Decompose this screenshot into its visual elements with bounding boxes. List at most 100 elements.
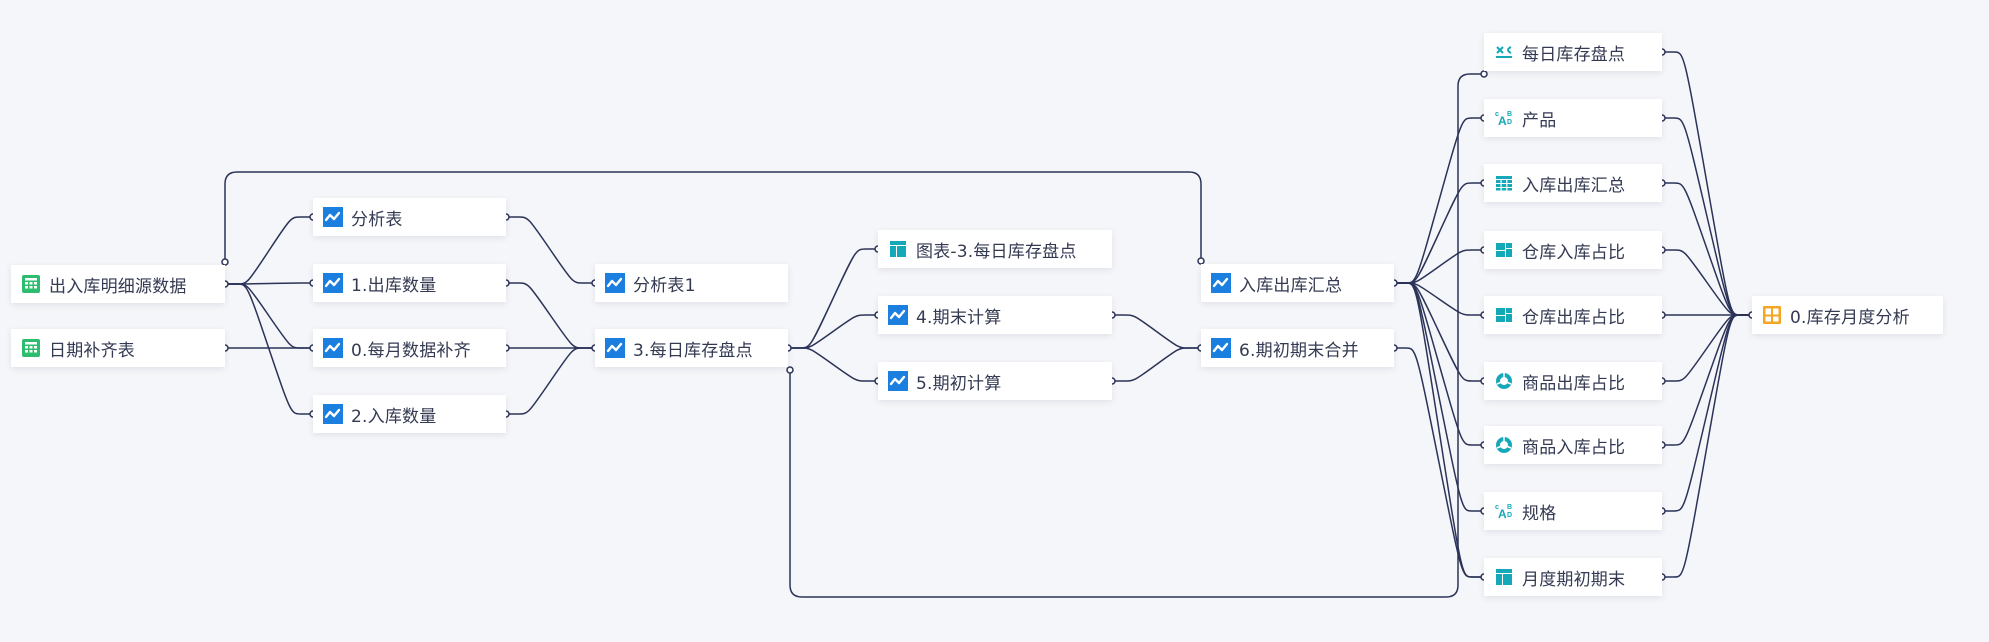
node-label: 商品入库占比	[1522, 437, 1626, 458]
node-b4[interactable]: 2.入库数量	[313, 395, 506, 433]
node-label: 2.入库数量	[351, 406, 437, 427]
port-icon	[786, 366, 794, 374]
node-e2[interactable]: 6.期初期末合并	[1201, 329, 1394, 367]
node-label: 产品	[1522, 110, 1557, 131]
node-f6[interactable]: 商品出库占比	[1484, 362, 1662, 400]
svg-text:A: A	[1498, 114, 1507, 128]
edge-f8-g1	[1662, 314, 1752, 512]
svg-text:D: D	[1507, 512, 1512, 519]
edge-f9-g1	[1662, 314, 1752, 578]
edge-src1-b2	[225, 282, 313, 285]
node-label: 商品出库占比	[1522, 373, 1626, 394]
svg-text:c: c	[1495, 504, 1499, 511]
etl-icon	[1211, 273, 1231, 293]
node-b1[interactable]: 分析表	[313, 198, 506, 236]
node-label: 0.库存月度分析	[1790, 307, 1910, 328]
node-g1[interactable]: 0.库存月度分析	[1752, 296, 1943, 334]
etl-icon	[323, 338, 343, 358]
node-label: 日期补齐表	[49, 340, 135, 361]
node-label: 仓库出库占比	[1522, 307, 1626, 328]
svg-text:c: c	[1495, 111, 1499, 118]
node-label: 图表-3.每日库存盘点	[916, 241, 1077, 262]
edge-f4-g1	[1662, 249, 1752, 316]
node-src2[interactable]: 日期补齐表	[11, 329, 225, 367]
node-d2[interactable]: 4.期末计算	[878, 296, 1112, 334]
etl-icon	[605, 338, 625, 358]
node-f9[interactable]: 月度期初期末	[1484, 558, 1662, 596]
edge-f2-g1	[1662, 117, 1752, 316]
svg-text:D: D	[1507, 119, 1512, 126]
node-e1[interactable]: 入库出库汇总	[1201, 264, 1394, 302]
donut-icon	[1494, 435, 1514, 455]
edge-c2-d2	[788, 314, 878, 349]
node-f4[interactable]: 仓库入库占比	[1484, 231, 1662, 269]
etl-icon	[1211, 338, 1231, 358]
node-d1[interactable]: 图表-3.每日库存盘点	[878, 230, 1112, 268]
edge-b2-c2	[506, 282, 595, 349]
node-label: 规格	[1522, 503, 1557, 524]
edge-e1-f3	[1394, 182, 1484, 284]
edge-d3-e2	[1112, 347, 1201, 382]
treemap-icon	[1494, 240, 1514, 260]
edge-b4-c2	[506, 347, 595, 415]
node-label: 入库出库汇总	[1239, 275, 1343, 296]
node-label: 入库出库汇总	[1522, 175, 1626, 196]
node-label: 3.每日库存盘点	[633, 340, 753, 361]
node-label: 0.每月数据补齐	[351, 340, 471, 361]
node-label: 仓库入库占比	[1522, 242, 1626, 263]
detail-table-icon	[1494, 567, 1514, 587]
etl-icon	[888, 371, 908, 391]
edge-e1-f6	[1394, 282, 1484, 382]
etl-icon	[323, 273, 343, 293]
detail-table-icon	[888, 239, 908, 259]
node-label: 分析表1	[633, 275, 696, 296]
edge-f6-g1	[1662, 314, 1752, 382]
node-f7[interactable]: 商品入库占比	[1484, 426, 1662, 464]
node-f1[interactable]: 每日库存盘点	[1484, 33, 1662, 71]
svg-text:B: B	[1507, 111, 1512, 118]
node-label: 每日库存盘点	[1522, 44, 1626, 65]
node-label: 4.期末计算	[916, 307, 1002, 328]
grid-table-icon	[1494, 173, 1514, 193]
edge-f1-g1	[1662, 51, 1752, 316]
crosstab-icon	[1494, 42, 1514, 62]
table-icon	[21, 274, 41, 294]
node-label: 1.出库数量	[351, 275, 437, 296]
edge-src1-b1	[225, 216, 313, 285]
edge-b1-c1	[506, 216, 595, 284]
node-label: 分析表	[351, 209, 403, 230]
edge-e1-f5	[1394, 282, 1484, 316]
etl-icon	[888, 305, 908, 325]
node-c1[interactable]: 分析表1	[595, 264, 788, 302]
donut-icon	[1494, 371, 1514, 391]
node-label: 5.期初计算	[916, 373, 1002, 394]
node-c2[interactable]: 3.每日库存盘点	[595, 329, 788, 367]
node-label: 出入库明细源数据	[49, 276, 187, 297]
node-b2[interactable]: 1.出库数量	[313, 264, 506, 302]
treemap-icon	[1494, 305, 1514, 325]
edge-e1-f9	[1394, 282, 1484, 578]
edge-src1-b3	[225, 283, 313, 349]
node-f3[interactable]: 入库出库汇总	[1484, 164, 1662, 202]
edge-f7-g1	[1662, 314, 1752, 446]
edge-e1-f7	[1394, 282, 1484, 446]
edge-e1-f2	[1394, 117, 1484, 284]
svg-text:B: B	[1507, 504, 1512, 511]
port-icon	[1480, 70, 1488, 78]
node-b3[interactable]: 0.每月数据补齐	[313, 329, 506, 367]
node-src1[interactable]: 出入库明细源数据	[11, 265, 225, 303]
edge-e1-f8	[1394, 282, 1484, 512]
edge-c2-d1	[788, 248, 878, 349]
edge-f3-g1	[1662, 182, 1752, 316]
node-d3[interactable]: 5.期初计算	[878, 362, 1112, 400]
node-label: 6.期初期末合并	[1239, 340, 1359, 361]
node-f5[interactable]: 仓库出库占比	[1484, 296, 1662, 334]
table-icon	[21, 338, 41, 358]
node-label: 月度期初期末	[1522, 569, 1626, 590]
etl-icon	[323, 207, 343, 227]
etl-icon	[323, 404, 343, 424]
